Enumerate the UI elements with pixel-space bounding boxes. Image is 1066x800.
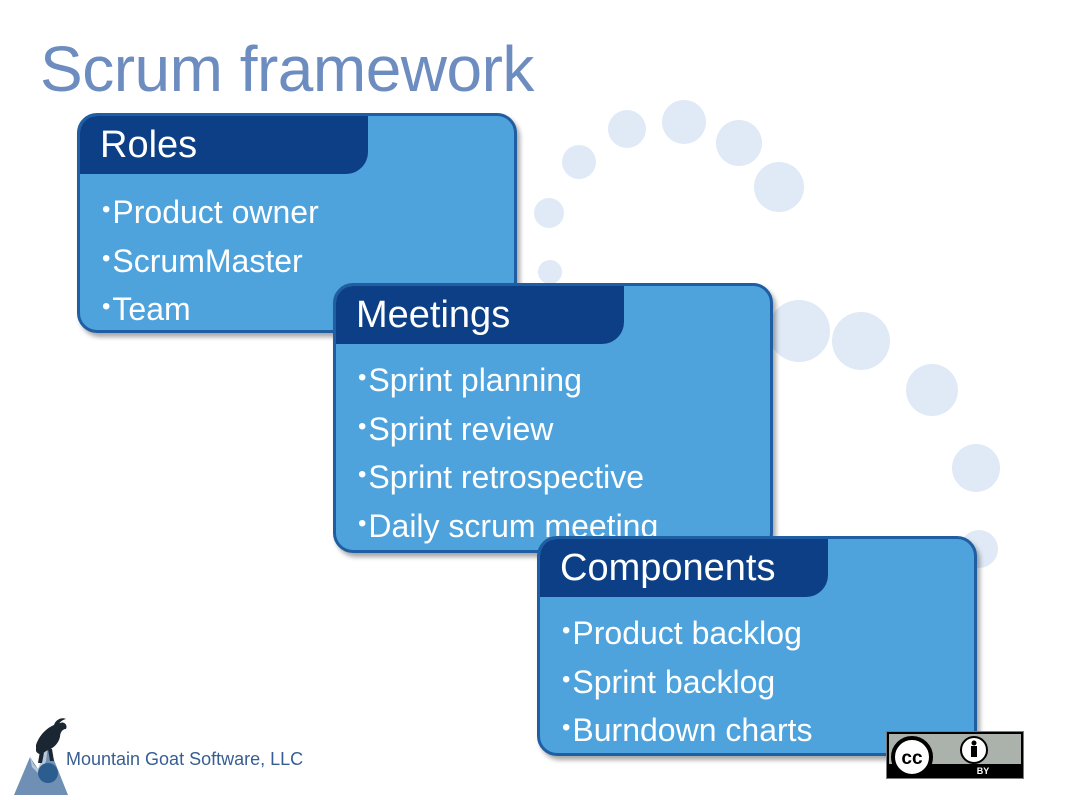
list-item: •Sprint backlog bbox=[562, 663, 776, 700]
slide-title: Scrum framework bbox=[40, 33, 534, 105]
bullet-icon: • bbox=[102, 244, 111, 272]
bullet-icon: • bbox=[358, 412, 367, 440]
meetings-card: Meetings •Sprint planning •Sprint review… bbox=[333, 283, 773, 553]
list-item: •Product owner bbox=[102, 194, 319, 230]
roles-list: •Product owner •ScrumMaster •Team bbox=[102, 190, 319, 330]
company-name: Mountain Goat Software, LLC bbox=[66, 749, 304, 769]
bullet-icon: • bbox=[562, 617, 571, 644]
list-item: •Sprint planning bbox=[358, 362, 582, 398]
mountain-goat-logo-icon bbox=[14, 718, 68, 795]
bullet-icon: • bbox=[562, 665, 571, 693]
bullet-icon: • bbox=[102, 293, 111, 320]
list-item: •Team bbox=[102, 291, 191, 327]
cc-by-license-icon: BY cc bbox=[886, 731, 1024, 779]
bullet-icon: • bbox=[562, 714, 571, 741]
bullet-icon: • bbox=[358, 509, 367, 537]
bullet-icon: • bbox=[358, 364, 367, 391]
roles-card-header: Roles bbox=[80, 116, 368, 174]
components-card-header: Components bbox=[540, 539, 828, 597]
svg-text:cc: cc bbox=[901, 748, 923, 769]
list-item: •Product backlog bbox=[562, 615, 802, 651]
cc-by-label: BY bbox=[977, 766, 990, 776]
list-item: •Sprint review bbox=[358, 410, 554, 447]
components-list: •Product backlog •Sprint backlog •Burndo… bbox=[562, 611, 813, 753]
components-card: Components •Product backlog •Sprint back… bbox=[537, 536, 977, 756]
meetings-card-header: Meetings bbox=[336, 286, 624, 344]
list-item: •Sprint retrospective bbox=[358, 459, 645, 495]
bullet-icon: • bbox=[358, 461, 367, 488]
meetings-list: •Sprint planning •Sprint review •Sprint … bbox=[358, 358, 658, 550]
list-item: •Burndown charts bbox=[562, 712, 813, 748]
list-item: •ScrumMaster bbox=[102, 242, 303, 279]
bullet-icon: • bbox=[102, 196, 111, 223]
